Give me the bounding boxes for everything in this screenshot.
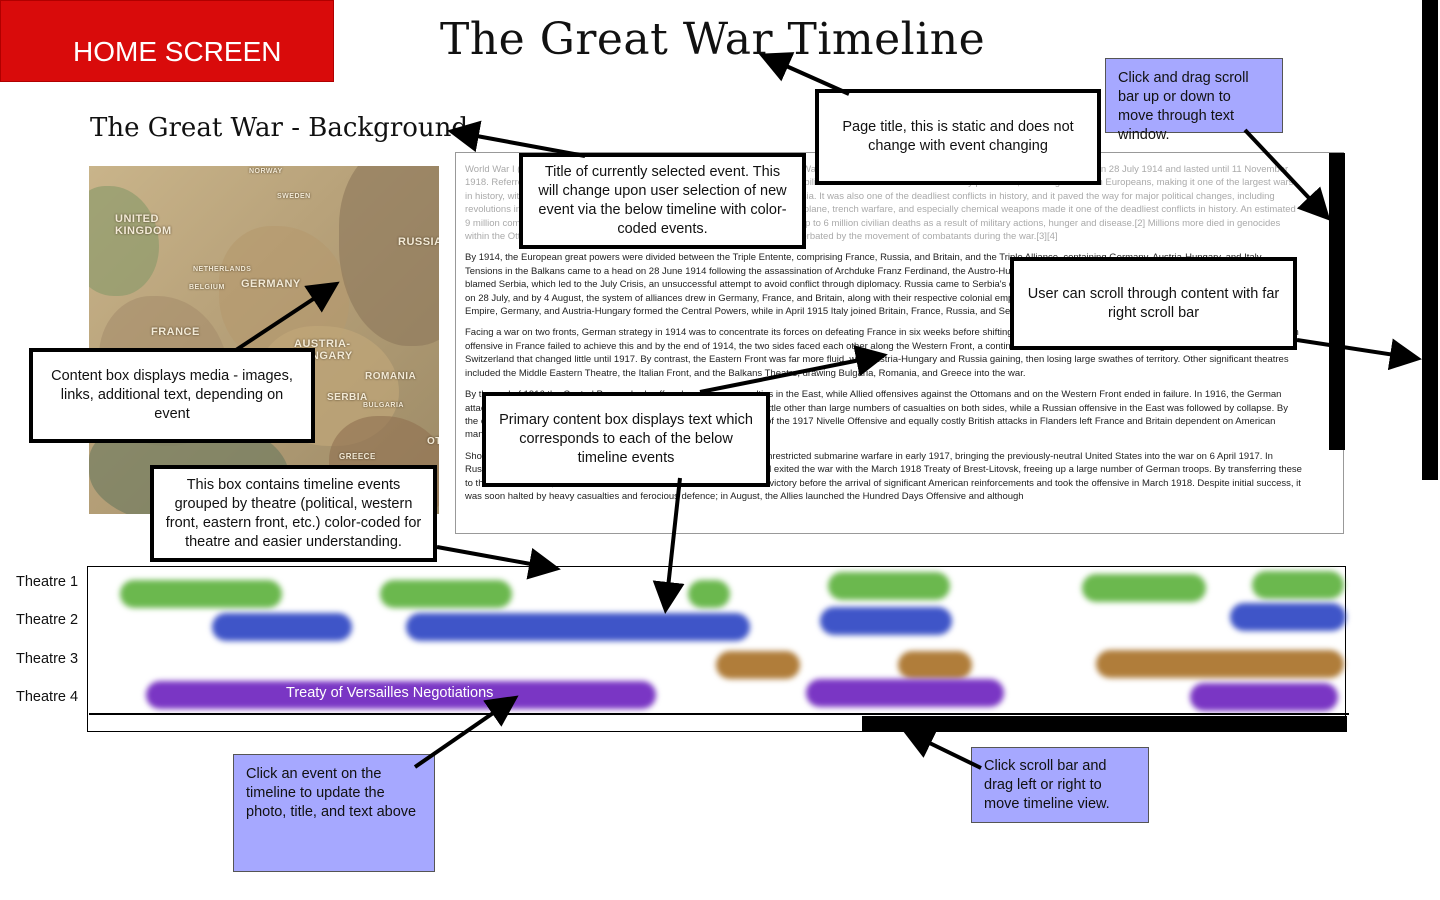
theatre-label: Theatre 1 [16, 574, 79, 590]
timeline-event-theatre-3[interactable] [716, 651, 800, 679]
timeline-event-theatre-4[interactable] [806, 679, 1004, 707]
map-label: SERBIA [327, 392, 368, 403]
annotation-primary-content: Primary content box displays text which … [482, 392, 770, 487]
timeline-event-theatre-3[interactable] [898, 651, 972, 679]
timeline-event-theatre-1[interactable] [828, 572, 950, 600]
theatre-label: Theatre 4 [16, 689, 79, 705]
home-screen-button[interactable]: HOME SCREEN [0, 0, 334, 82]
event-media-map[interactable]: UNITED KINGDOM GERMANY FRANCE AUSTRIA-HU… [89, 166, 439, 514]
content-scrollbar[interactable] [1329, 153, 1345, 450]
timeline-event-theatre-4[interactable] [146, 681, 656, 709]
annotation-drag-scroll: Click and drag scroll bar up or down to … [1105, 58, 1283, 143]
timeline-event-theatre-1[interactable] [1082, 574, 1206, 602]
map-label: BULGARIA [363, 402, 404, 409]
map-label: ROMANIA [365, 371, 417, 382]
theatre-label: Theatre 3 [16, 651, 79, 667]
timeline-event-theatre-1[interactable] [1252, 571, 1344, 599]
map-region-shape [89, 186, 159, 296]
content-paragraph: Shortages caused by the Allied naval blo… [465, 450, 1302, 502]
event-title: The Great War - Background [90, 113, 469, 143]
content-paragraph: By 1914, the European great powers were … [465, 252, 1295, 318]
map-label: FRANCE [151, 326, 200, 338]
timeline-event-theatre-2[interactable] [820, 607, 952, 635]
timeline-scrollbar[interactable] [862, 716, 1347, 732]
theatre-label: Theatre 2 [16, 612, 79, 628]
timeline-event-theatre-2[interactable] [406, 613, 750, 641]
map-label: UNITED KINGDOM [115, 213, 172, 237]
annotation-selected-title: Title of currently selected event. This … [519, 153, 806, 249]
annotation-click-event: Click an event on the timeline to update… [233, 754, 435, 872]
map-label: OTTOMAN [427, 436, 439, 447]
timeline-event-theatre-3[interactable] [1096, 650, 1344, 678]
timeline-event-theatre-1[interactable] [120, 580, 282, 608]
timeline-event-theatre-1[interactable] [380, 580, 512, 608]
page-scrollbar[interactable] [1422, 0, 1438, 480]
map-label: BELGIUM [189, 284, 225, 291]
page-title: The Great War Timeline [440, 14, 986, 65]
annotation-scroll-content: User can scroll through content with far… [1010, 257, 1297, 350]
map-label: SWEDEN [277, 193, 311, 200]
map-label: NORWAY [249, 168, 283, 175]
timeline-box[interactable] [87, 566, 1346, 732]
map-label: GERMANY [241, 278, 301, 290]
timeline-event-theatre-4[interactable] [1190, 683, 1338, 711]
timeline-event-theatre-2[interactable] [1230, 603, 1346, 631]
annotation-timeline-box: This box contains timeline events groupe… [150, 465, 437, 562]
map-label: GREECE [339, 452, 376, 461]
map-label: NETHERLANDS [193, 266, 252, 273]
timeline-event-label[interactable]: Treaty of Versailles Negotiations [286, 685, 494, 701]
map-label: RUSSIA [398, 236, 439, 248]
annotation-media-box: Content box displays media - images, lin… [29, 348, 315, 443]
map-region-shape [339, 166, 439, 346]
timeline-event-theatre-1[interactable] [688, 580, 730, 608]
annotation-page-title: Page title, this is static and does not … [815, 89, 1101, 185]
annotation-timeline-scroll: Click scroll bar and drag left or right … [971, 747, 1149, 823]
timeline-event-theatre-2[interactable] [212, 613, 352, 641]
timeline-baseline [89, 713, 1349, 715]
arrow [436, 545, 561, 580]
